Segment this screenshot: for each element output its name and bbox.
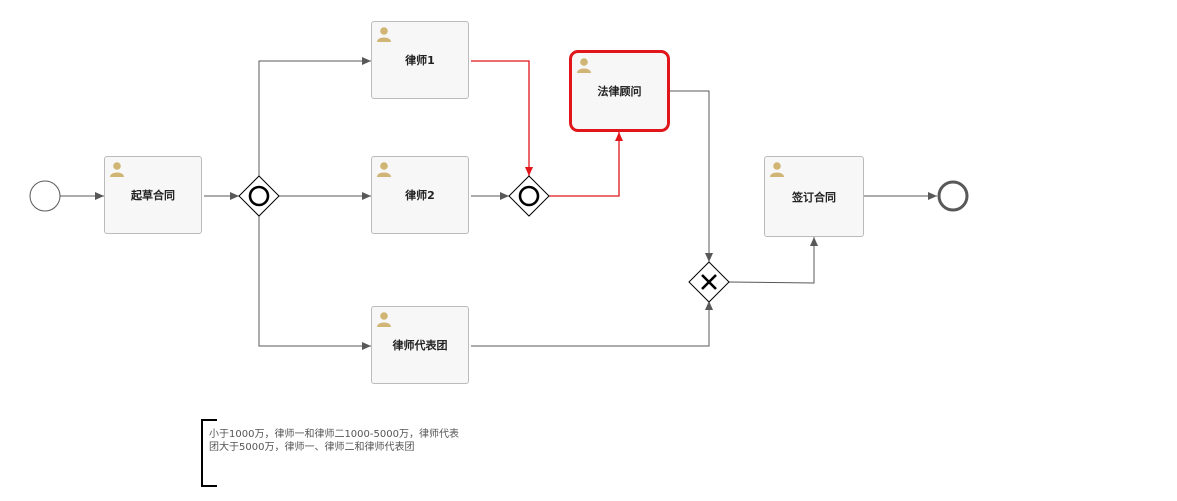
flow-gateway1-to-team [258,216,371,350]
task-lawyer-team[interactable]: 律师代表团 [371,306,469,384]
user-icon [770,162,784,177]
start-event [29,180,61,212]
end-event [937,180,969,212]
inclusive-gateway-split [238,175,280,217]
task-legal-advisor[interactable]: 法律顾问 [569,50,670,132]
user-icon [377,312,391,327]
task-label: 律师代表团 [392,339,448,352]
user-icon [110,162,124,177]
flow-gateway2-to-advisor [549,132,623,197]
annotation-bracket-mask [217,419,463,487]
task-lawyer2[interactable]: 律师2 [371,156,469,234]
task-label: 签订合同 [792,190,836,204]
task-label: 律师1 [405,54,435,67]
flow-team-to-gateway3 [471,301,713,347]
flow-gateway1-to-lawyer1 [258,57,371,176]
user-icon [377,162,391,177]
exclusive-gateway [688,261,730,303]
text-annotation[interactable]: 小于1000万，律师一和律师二1000-5000万，律师代表团大于5000万，律… [201,419,463,487]
task-label: 法律顾问 [597,85,642,98]
user-icon [577,58,591,73]
flow-advisor-to-gateway3 [670,90,713,262]
task-sign-contract[interactable]: 签订合同 [764,156,864,237]
flow-lawyer1-to-gateway2 [471,60,533,176]
flow-gateway3-to-sign [728,237,818,284]
task-lawyer1[interactable]: 律师1 [371,21,469,99]
user-icon [377,27,391,42]
inclusive-gateway-join [508,175,550,217]
task-draft-contract[interactable]: 起草合同 [104,156,202,234]
task-label: 起草合同 [131,189,175,202]
annotation-text: 小于1000万，律师一和律师二1000-5000万，律师代表团大于5000万，律… [209,429,459,453]
task-label: 律师2 [405,189,435,202]
